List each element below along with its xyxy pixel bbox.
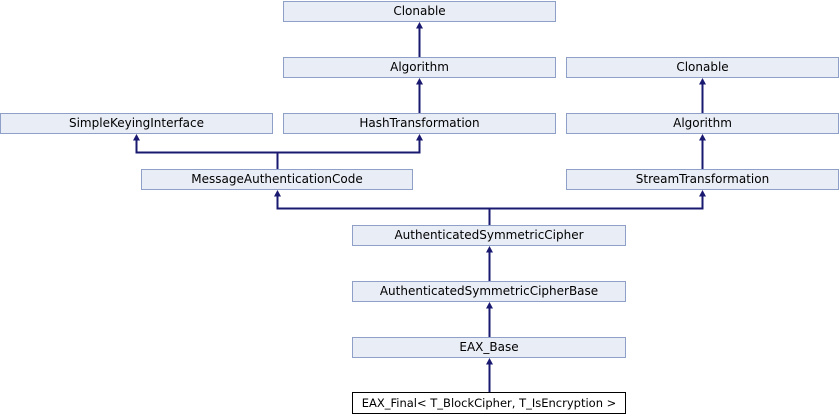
class-node-authenticated-symmetric-cipher-base[interactable]: AuthenticatedSymmetricCipherBase: [352, 281, 626, 302]
arrowhead-algorithm-center: [416, 78, 423, 85]
class-node-clonable-right[interactable]: Clonable: [566, 57, 839, 78]
class-node-algorithm-right[interactable]: Algorithm: [566, 113, 839, 134]
class-node-hash-transformation[interactable]: HashTransformation: [283, 113, 556, 134]
arrowhead-authenticated-symmetric-cipher: [486, 246, 493, 253]
class-node-algorithm-center[interactable]: Algorithm: [283, 57, 556, 78]
arrowhead-eax-base: [486, 358, 493, 365]
edge-mac-to-bases: [135, 137, 421, 169]
arrowhead-stream-transformation: [699, 190, 706, 197]
arrowhead-simple-keying-interface: [133, 134, 140, 141]
arrowhead-clonable-right: [699, 78, 706, 85]
arrowhead-clonable-top: [416, 22, 423, 29]
edge-asc-to-bases: [276, 193, 704, 225]
class-node-message-authentication-code[interactable]: MessageAuthenticationCode: [141, 169, 413, 190]
arrowhead-authenticated-symmetric-cipher-base: [486, 302, 493, 309]
arrowhead-hash-transformation: [416, 134, 423, 141]
class-node-eax-final-current: EAX_Final< T_BlockCipher, T_IsEncryption…: [352, 392, 626, 414]
class-node-clonable-top[interactable]: Clonable: [283, 1, 556, 22]
class-node-eax-base[interactable]: EAX_Base: [352, 337, 626, 358]
class-node-authenticated-symmetric-cipher[interactable]: AuthenticatedSymmetricCipher: [352, 225, 626, 246]
arrowhead-message-authentication-code: [274, 190, 281, 197]
class-node-simple-keying-interface[interactable]: SimpleKeyingInterface: [0, 113, 273, 134]
class-node-stream-transformation[interactable]: StreamTransformation: [566, 169, 839, 190]
arrowhead-algorithm-right: [699, 134, 706, 141]
